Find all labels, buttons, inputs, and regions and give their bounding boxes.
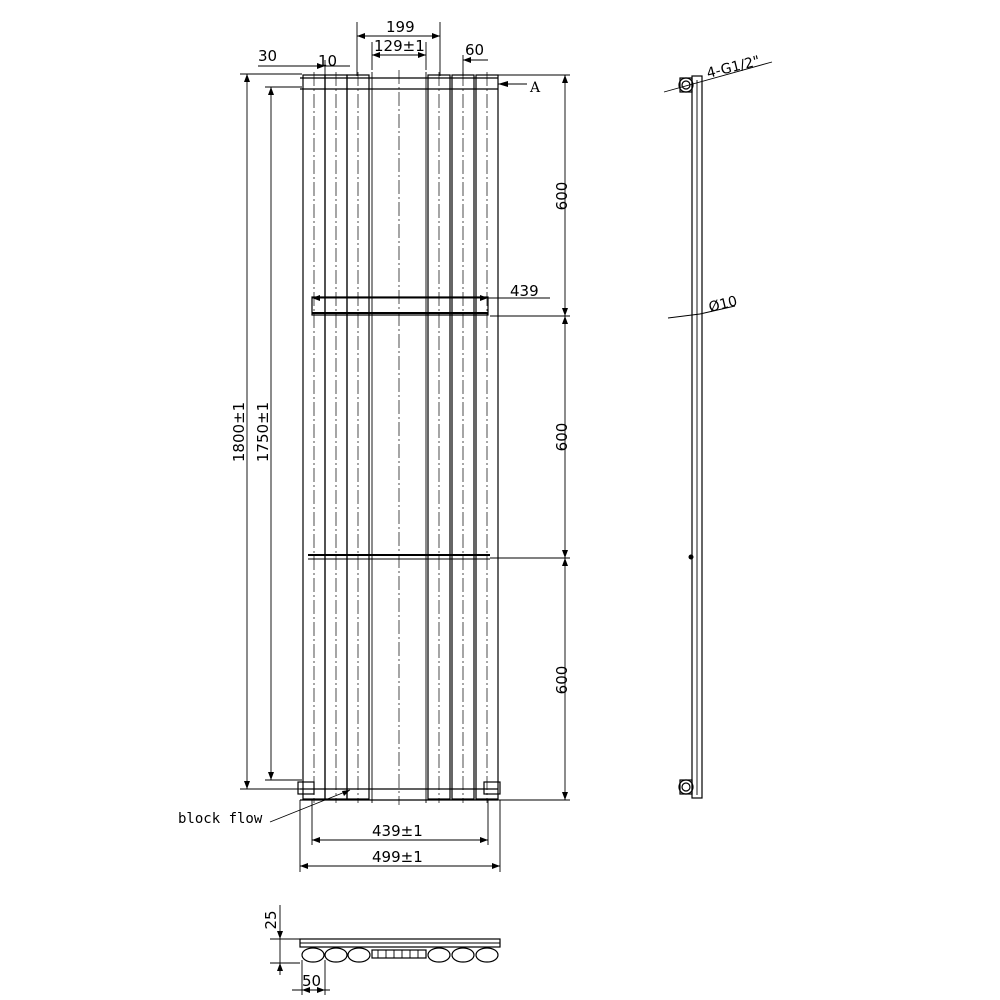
dim-10: 10 [318, 52, 337, 70]
connection-spec: 4-G1/2" [705, 53, 762, 82]
dim-30: 30 [258, 47, 277, 65]
front-view [297, 70, 501, 805]
dim-60: 60 [465, 41, 484, 59]
dim-439-bar: 439 [510, 282, 539, 300]
dim-129: 129±1 [374, 37, 425, 55]
dim-439-bottom: 439±1 [372, 822, 423, 840]
section-view [270, 905, 501, 995]
dim-199: 199 [386, 18, 415, 36]
side-view [663, 61, 773, 799]
dim-600-middle: 600 [553, 423, 571, 452]
towel-bar-upper [311, 296, 489, 316]
dim-600-bottom: 600 [553, 666, 571, 695]
dim-600-top: 600 [553, 182, 571, 211]
dim-1750: 1750±1 [254, 402, 272, 462]
dimension-lines [240, 22, 570, 872]
dim-25: 25 [262, 910, 280, 929]
dim-499: 499±1 [372, 848, 423, 866]
dim-50: 50 [302, 972, 321, 990]
block-flow-note: block flow [178, 811, 263, 827]
section-a-label: A [529, 80, 541, 96]
dim-1800: 1800±1 [230, 402, 248, 462]
rod-diameter: Ø10 [707, 293, 739, 316]
